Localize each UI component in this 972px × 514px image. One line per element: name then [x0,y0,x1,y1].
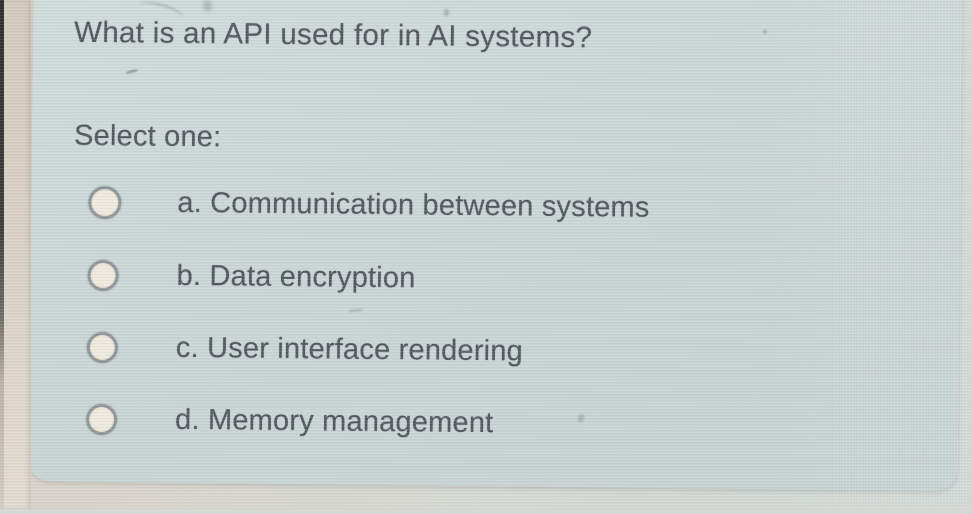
option-label-c: c. User interface rendering [176,331,523,368]
option-row-d[interactable]: d. Memory management [86,402,494,440]
select-one-label: Select one: [74,120,222,155]
radio-button-icon[interactable] [87,259,118,290]
option-row-c[interactable]: c. User interface rendering [87,330,523,369]
option-row-b[interactable]: b. Data encryption [87,258,415,295]
option-label-b: b. Data encryption [176,259,415,295]
option-label-d: d. Memory management [175,403,494,439]
option-label-a: a. Communication between systems [177,186,650,224]
monitor-bezel [4,0,31,509]
radio-button-icon[interactable] [86,403,117,434]
option-row-a[interactable]: a. Communication between systems [88,185,650,225]
radio-button-icon[interactable] [88,185,121,218]
radio-button-icon[interactable] [87,331,118,362]
